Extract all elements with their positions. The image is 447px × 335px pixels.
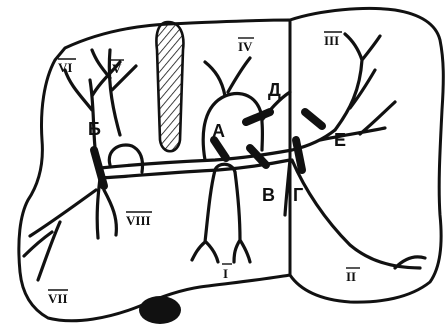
black-blob — [139, 296, 181, 324]
ligature-g — [296, 140, 302, 170]
label-a: А — [212, 121, 225, 141]
label-g: Г — [293, 185, 303, 205]
label-vi: VI — [58, 60, 72, 75]
branch-center-lower — [192, 170, 250, 262]
label-viii: VIII — [126, 213, 151, 228]
label-ii: II — [346, 269, 356, 284]
ligature-e — [305, 112, 322, 126]
label-i: I — [223, 266, 228, 281]
ligature-a — [214, 140, 226, 158]
branch-right-upper — [335, 34, 380, 130]
branch-left-lower — [24, 178, 116, 280]
label-e: Е — [334, 130, 346, 150]
branch-center-top — [205, 58, 250, 96]
ligature-b — [94, 150, 104, 186]
label-iii: III — [324, 33, 339, 48]
label-iv: IV — [238, 39, 253, 54]
hatched-vessel — [156, 22, 183, 151]
label-vii: VII — [48, 291, 68, 306]
label-v-cyr: В — [262, 185, 275, 205]
label-v: V — [112, 61, 122, 76]
label-d: Д — [268, 80, 281, 100]
roman-label-group: VI V IV III VIII I II VII — [48, 32, 360, 306]
branch-right-lower — [292, 160, 425, 268]
label-b: Б — [88, 119, 101, 139]
ligature-d — [246, 112, 270, 122]
